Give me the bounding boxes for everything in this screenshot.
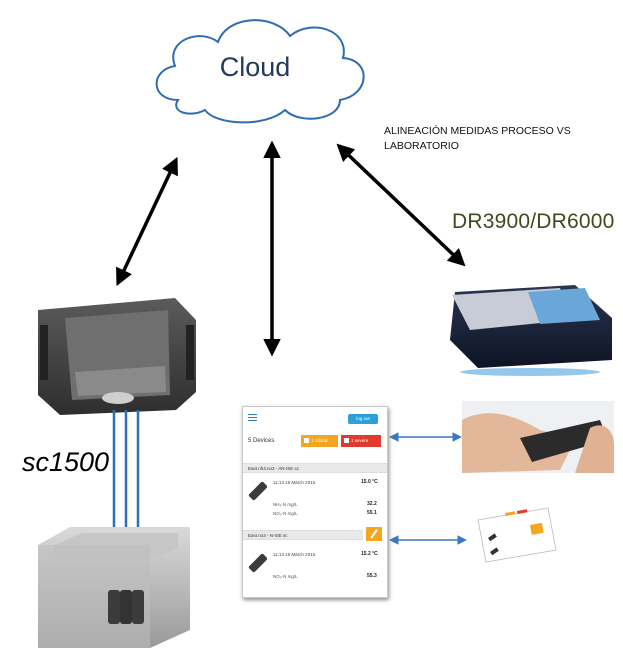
- device-2-temp: 15.2 °C: [361, 551, 378, 557]
- devices-count: 5 Devices: [248, 438, 275, 444]
- wrench-icon[interactable]: [366, 527, 382, 541]
- mobile-app-screen: log out 5 Devices 1 critical 1 severe Ea…: [242, 406, 388, 598]
- hand-phone-photo: [462, 401, 614, 473]
- severe-badge[interactable]: 1 severe: [341, 435, 381, 447]
- sc1500-controller: [38, 298, 196, 415]
- critical-badge[interactable]: 1 critical: [301, 435, 338, 447]
- dr-instrument-label: DR3900/DR6000: [452, 210, 615, 233]
- process-tank: [38, 527, 190, 648]
- alignment-note-line1: ALINEACIÓN MEDIDAS PROCESO VS: [384, 125, 571, 137]
- device-section-2[interactable]: East.no3 - N-ISE sc: [243, 530, 363, 540]
- alignment-note-line2: LABORATORIO: [384, 140, 459, 152]
- alignment-note: ALINEACIÓN MEDIDAS PROCESO VS LABORATORI…: [384, 124, 614, 154]
- arrow-cloud-dr: [336, 143, 466, 267]
- device-2-value-1: 55.3: [367, 573, 377, 579]
- sensor-icon: [248, 481, 268, 501]
- cloud-label: Cloud: [219, 52, 291, 82]
- device-section-1[interactable]: East.nh4.no3 - AN-ISE sc: [243, 463, 387, 473]
- menu-icon[interactable]: [248, 414, 257, 421]
- dr3900-instrument: [450, 285, 612, 376]
- device-2-time: 11:13 15 March 2015: [273, 552, 316, 557]
- device-1-param-2: NO₃-N mg/L: [273, 511, 298, 516]
- device-2-param-1: NO₃-N mg/L: [273, 574, 298, 579]
- cloud-shape: [155, 19, 365, 124]
- device-1-time: 11:13 15 March 2015: [273, 480, 316, 485]
- device-1-param-1: NH₄-N mg/L: [273, 502, 298, 507]
- tablet-screenshot: [477, 507, 557, 563]
- device-1-value-1: 32.2: [367, 501, 377, 507]
- device-1-temp: 15.0 °C: [361, 479, 378, 485]
- app-header: log out: [243, 407, 387, 429]
- sensor-icon: [248, 553, 268, 573]
- logout-button[interactable]: log out: [348, 414, 378, 424]
- sc1500-label: sc1500: [22, 447, 110, 477]
- arrow-cloud-sc1500: [116, 156, 178, 287]
- device-1-value-2: 55.1: [367, 510, 377, 516]
